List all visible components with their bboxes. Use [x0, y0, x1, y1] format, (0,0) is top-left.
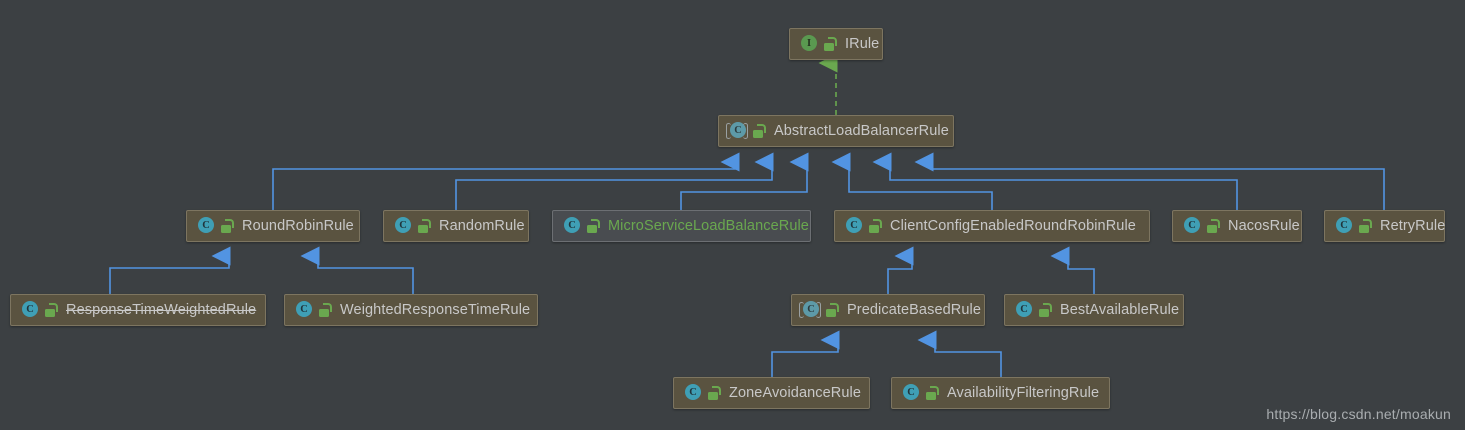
class-node-microserviceloadbalancerule[interactable]: C MicroServiceLoadBalanceRule — [552, 210, 811, 242]
edge-predicatebasedrule-extends-clientconfigenabledroundrobinrule — [887, 246, 914, 294]
class-node-label: IRule — [845, 36, 880, 52]
edge-roundrobinrule-extends-abstractloadbalancerrule — [272, 152, 740, 210]
public-unlock-icon — [926, 386, 939, 400]
class-node-responsetimeweightedrule[interactable]: C ResponseTimeWeightedRule — [10, 294, 266, 326]
class-node-label: BestAvailableRule — [1060, 302, 1180, 318]
class-node-label: PredicateBasedRule — [847, 302, 981, 318]
public-unlock-icon — [708, 386, 721, 400]
public-unlock-icon — [1207, 219, 1220, 233]
class-node-weightedresponsetimerule[interactable]: C WeightedResponseTimeRule — [284, 294, 538, 326]
class-node-abstractloadbalancerrule[interactable]: C AbstractLoadBalancerRule — [718, 115, 954, 147]
class-node-nacosrule[interactable]: C NacosRule — [1172, 210, 1302, 242]
class-node-availabilityfilteringrule[interactable]: C AvailabilityFilteringRule — [891, 377, 1110, 409]
edge-nacosrule-extends-abstractloadbalancerrule — [872, 152, 1238, 210]
class-node-predicatebasedrule[interactable]: C PredicateBasedRule — [791, 294, 985, 326]
edge-bestavailablerule-extends-clientconfigenabledroundrobinrule — [1050, 246, 1095, 294]
class-icon: C — [562, 217, 580, 235]
class-node-label: RetryRule — [1380, 218, 1446, 234]
class-node-bestavailablerule[interactable]: C BestAvailableRule — [1004, 294, 1184, 326]
class-node-zoneavoidancerule[interactable]: C ZoneAvoidanceRule — [673, 377, 870, 409]
public-unlock-icon — [319, 303, 332, 317]
class-node-label: AvailabilityFilteringRule — [947, 385, 1100, 401]
public-unlock-icon — [826, 303, 839, 317]
class-node-label: NacosRule — [1228, 218, 1300, 234]
public-unlock-icon — [587, 219, 600, 233]
public-unlock-icon — [418, 219, 431, 233]
class-node-roundrobinrule[interactable]: C RoundRobinRule — [186, 210, 360, 242]
edge-clientconfigenabledroundrobinrule-extends-abstractloadbalancerrule — [831, 152, 993, 210]
edge-retryrule-extends-abstractloadbalancerrule — [914, 152, 1385, 210]
class-icon: C — [1014, 301, 1032, 319]
class-node-randomrule[interactable]: C RandomRule — [383, 210, 529, 242]
public-unlock-icon — [1039, 303, 1052, 317]
class-node-label: ZoneAvoidanceRule — [729, 385, 862, 401]
class-node-label: ResponseTimeWeightedRule — [66, 302, 257, 318]
interface-icon: I — [799, 35, 817, 53]
public-unlock-icon — [869, 219, 882, 233]
class-icon: C — [844, 217, 862, 235]
public-unlock-icon — [221, 219, 234, 233]
public-unlock-icon — [1359, 219, 1372, 233]
class-icon: C — [901, 384, 919, 402]
class-node-label: AbstractLoadBalancerRule — [774, 123, 949, 139]
class-node-label: RoundRobinRule — [242, 218, 354, 234]
class-node-label: RandomRule — [439, 218, 525, 234]
edge-randomrule-extends-abstractloadbalancerrule — [455, 152, 774, 210]
edge-responsetimeweightedrule-extends-roundrobinrule — [109, 246, 231, 294]
class-icon: C — [1182, 217, 1200, 235]
class-icon: C — [683, 384, 701, 402]
edge-microserviceloadbalancerule-extends-abstractloadbalancerrule — [680, 152, 809, 210]
class-icon: C — [20, 301, 38, 319]
edge-zoneavoidancerule-extends-predicatebasedrule — [771, 330, 840, 377]
class-node-label: ClientConfigEnabledRoundRobinRule — [890, 218, 1136, 234]
class-icon: C — [294, 301, 312, 319]
edge-weightedresponsetimerule-extends-roundrobinrule — [300, 246, 414, 294]
public-unlock-icon — [45, 303, 58, 317]
class-node-label: MicroServiceLoadBalanceRule — [608, 218, 809, 234]
class-node-label: WeightedResponseTimeRule — [340, 302, 531, 318]
class-node-irule[interactable]: I IRule — [789, 28, 883, 60]
public-unlock-icon — [753, 124, 766, 138]
abstract-class-icon: C — [799, 301, 821, 319]
abstract-class-icon: C — [726, 122, 748, 140]
class-icon: C — [393, 217, 411, 235]
class-node-retryrule[interactable]: C RetryRule — [1324, 210, 1445, 242]
class-node-clientconfigenabledroundrobinrule[interactable]: C ClientConfigEnabledRoundRobinRule — [834, 210, 1150, 242]
class-icon: C — [196, 217, 214, 235]
edge-availabilityfilteringrule-extends-predicatebasedrule — [917, 330, 1002, 377]
watermark: https://blog.csdn.net/moakun — [1266, 406, 1451, 422]
public-unlock-icon — [824, 37, 837, 51]
class-icon: C — [1334, 217, 1352, 235]
